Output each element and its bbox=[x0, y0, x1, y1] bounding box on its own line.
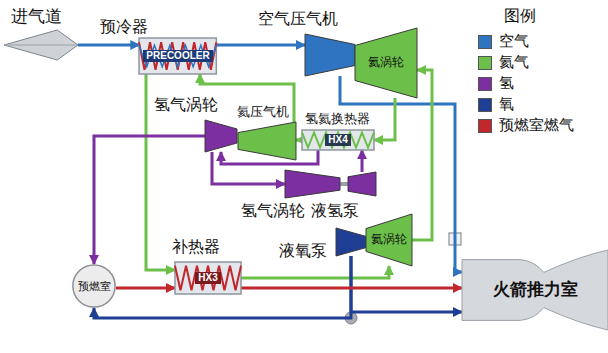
air-compressor: 空气压气机 bbox=[305, 34, 355, 76]
hydrogen-turbine-outline bbox=[285, 170, 340, 198]
part-label: 液氧泵 bbox=[278, 242, 328, 260]
pipe-connector bbox=[361, 150, 364, 172]
part-name: HX3 bbox=[195, 272, 220, 284]
heat-exchanger: 补热器HX3 bbox=[175, 262, 241, 294]
part-name: 预燃室 bbox=[78, 280, 111, 293]
part-name: 氦涡轮 bbox=[368, 56, 404, 70]
legend-text: 氢 bbox=[499, 74, 514, 93]
hydrogen-turbine: 氢气涡轮 bbox=[205, 120, 237, 152]
part-name: 氦涡轮 bbox=[371, 233, 407, 247]
pipe-connector bbox=[116, 287, 175, 290]
part-label: 进气道 bbox=[10, 7, 63, 27]
legend-swatch bbox=[478, 56, 492, 70]
legend-row: 空气 bbox=[478, 31, 574, 52]
part-label: 氢气涡轮 bbox=[153, 96, 219, 114]
legend-text: 空气 bbox=[499, 32, 529, 51]
pump-symbol: 液氢泵 bbox=[348, 172, 376, 196]
heat-exchanger: 氢氦换热器HX4 bbox=[302, 130, 374, 150]
part-name: HX4 bbox=[325, 134, 350, 146]
part-label: 氢气涡轮 bbox=[240, 202, 306, 220]
pipe-connector bbox=[340, 182, 348, 186]
legend-swatch bbox=[478, 119, 492, 133]
pipe-connector bbox=[217, 44, 305, 47]
pipe-connector bbox=[212, 152, 285, 184]
helium-compressor-outline bbox=[238, 122, 296, 160]
hydrogen-turbine: 氢气涡轮 bbox=[285, 170, 340, 198]
part-label: 空气压气机 bbox=[257, 10, 339, 28]
part-name: PRECOOLER bbox=[143, 50, 212, 62]
intake-cone-outline bbox=[4, 30, 78, 60]
pump-symbol-outline bbox=[336, 228, 366, 256]
precooler: 预冷器PRECOOLER bbox=[139, 38, 216, 74]
legend-title: 图例 bbox=[504, 6, 574, 27]
pipe-connector bbox=[78, 44, 139, 47]
part-name: 火箭推力室 bbox=[490, 280, 581, 300]
legend-text: 预燃室燃气 bbox=[499, 116, 574, 135]
pump-symbol-outline bbox=[348, 172, 376, 196]
preburner-circle: 预燃室 bbox=[72, 264, 116, 308]
part-label: 氢氦换热器 bbox=[304, 112, 371, 127]
legend-swatch bbox=[478, 98, 492, 112]
legend-row: 氦气 bbox=[478, 52, 574, 73]
legend-row: 预燃室燃气 bbox=[478, 115, 574, 136]
pipe-connector bbox=[241, 287, 462, 290]
legend-swatch bbox=[478, 35, 492, 49]
intake-cone: 进气道 bbox=[4, 30, 78, 60]
air-compressor-outline bbox=[305, 34, 355, 76]
part-label: 氦压气机 bbox=[236, 105, 290, 120]
legend-swatch bbox=[478, 77, 492, 91]
legend-row: 氢 bbox=[478, 73, 574, 94]
part-label: 预冷器 bbox=[99, 18, 149, 36]
legend-row: 氧 bbox=[478, 94, 574, 115]
pipe-connector bbox=[374, 98, 395, 140]
pipe-connector bbox=[296, 139, 302, 142]
legend: 图例空气氦气氢氧预燃室燃气 bbox=[478, 6, 574, 136]
legend-text: 氦气 bbox=[499, 53, 529, 72]
helium-compressor: 氦压气机 bbox=[238, 122, 296, 160]
helium-turbine: 氦涡轮 bbox=[355, 28, 417, 98]
helium-turbine: 氦涡轮 bbox=[366, 214, 412, 266]
thrust-chamber: 火箭推力室 bbox=[462, 250, 608, 330]
part-label: 补热器 bbox=[171, 238, 221, 256]
pump-symbol: 液氧泵 bbox=[336, 228, 366, 256]
legend-text: 氧 bbox=[499, 95, 514, 114]
pipe-connector bbox=[241, 266, 389, 278]
hydrogen-turbine-outline bbox=[205, 120, 237, 152]
part-label: 液氢泵 bbox=[310, 202, 360, 220]
